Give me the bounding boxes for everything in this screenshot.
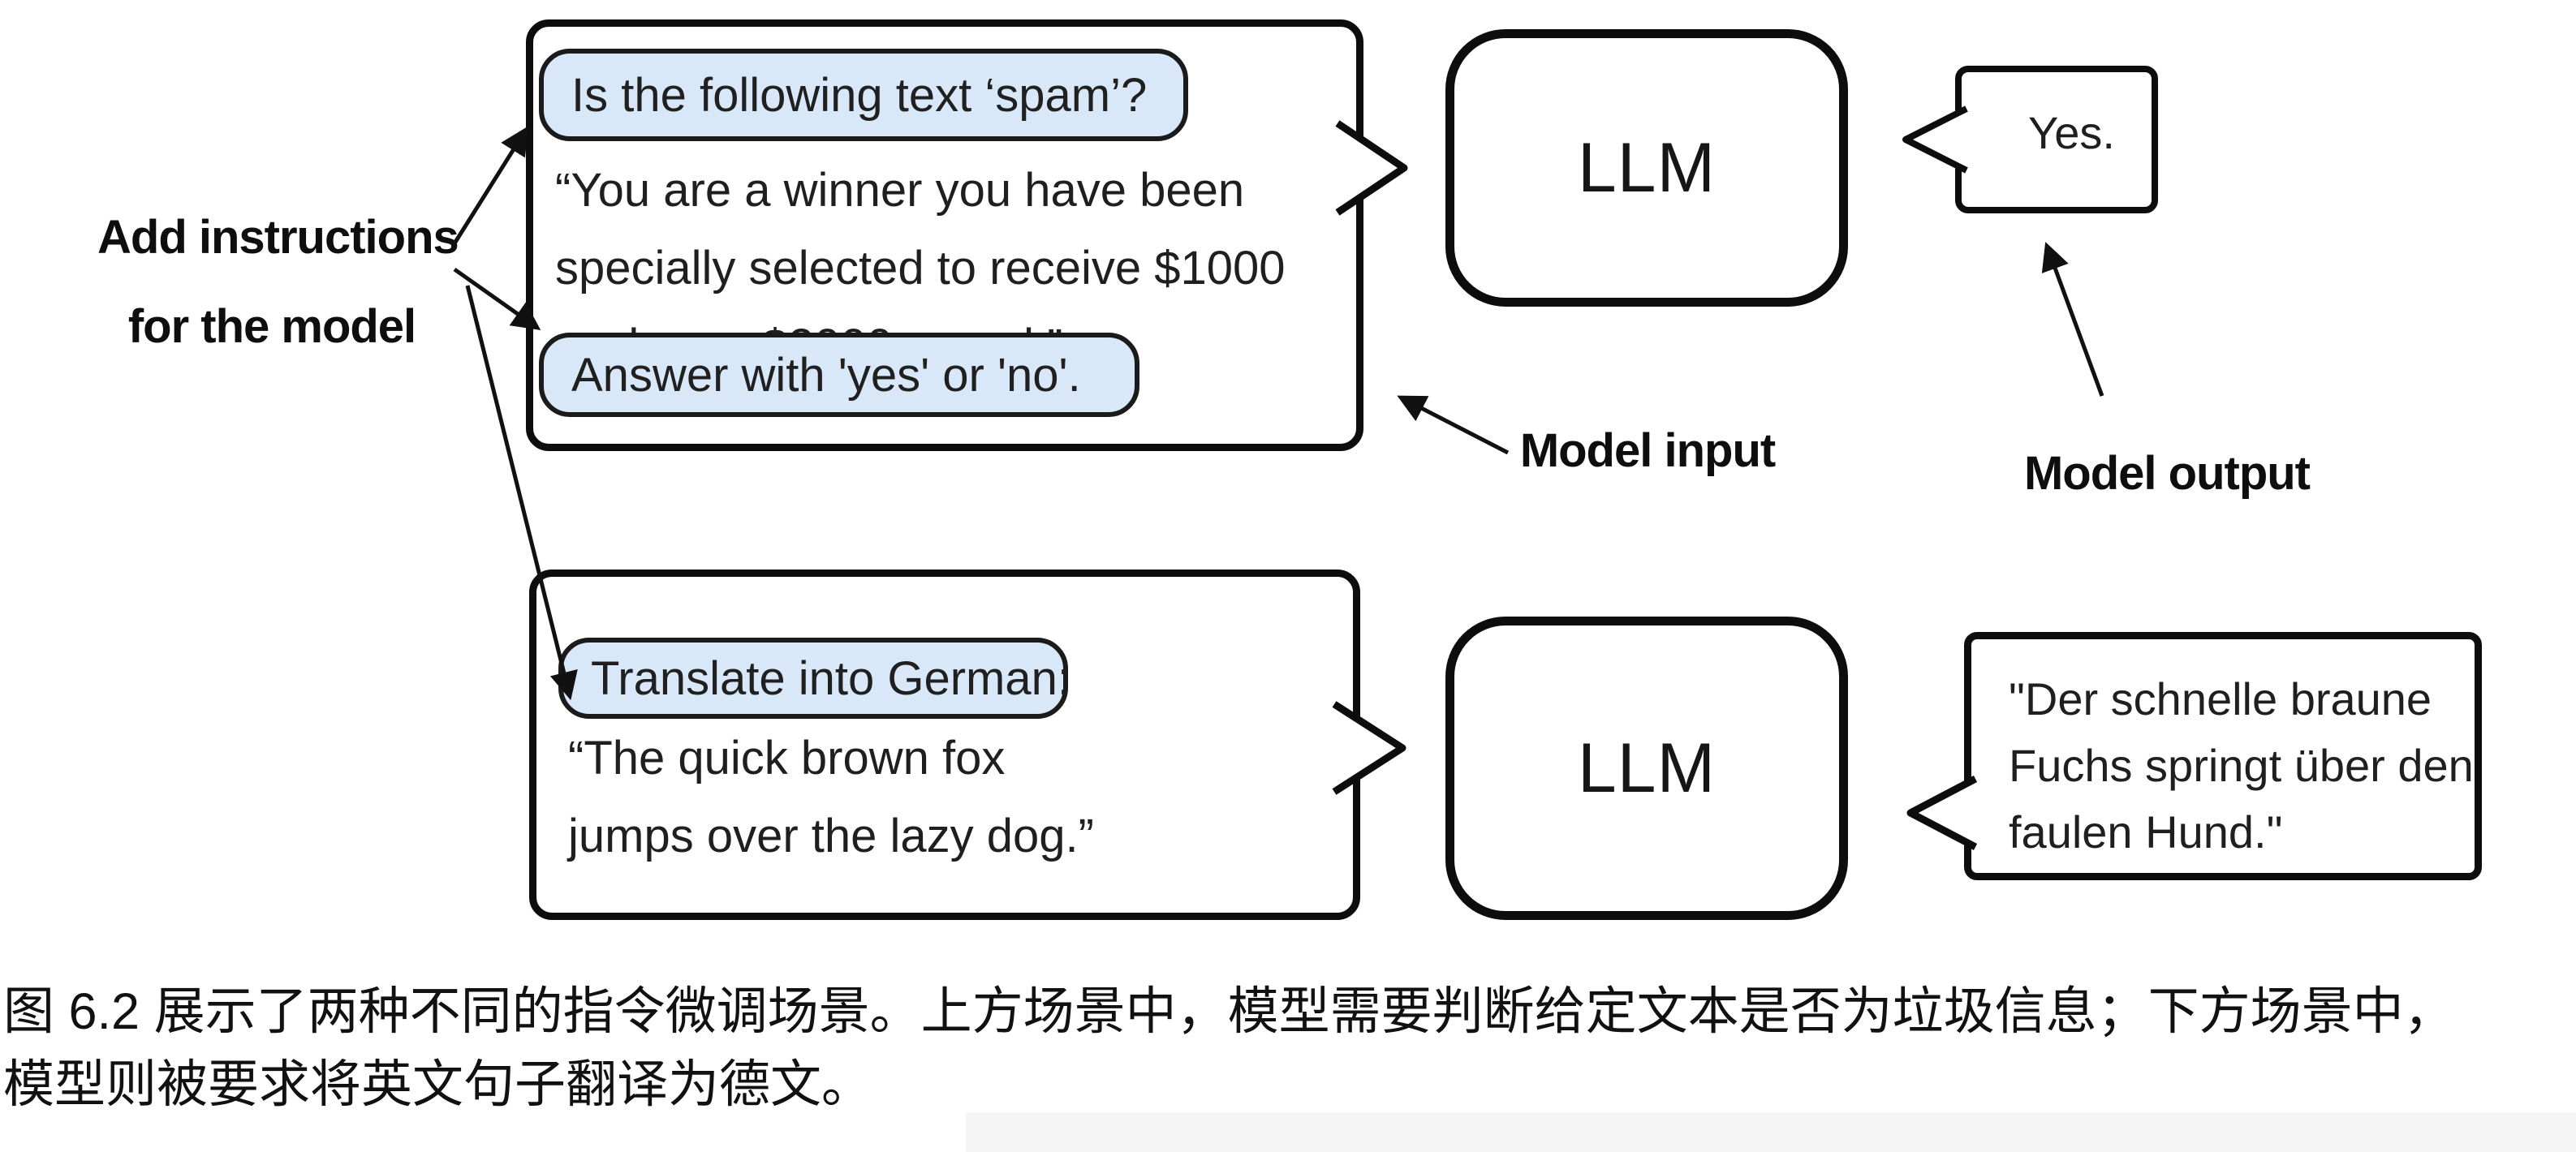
bottom-instruction-pill-text: Translate into German:: [591, 651, 1070, 705]
model-input-label: Model input: [1485, 425, 1810, 477]
top-instruction-pill-question-text: Is the following text ‘spam’?: [571, 68, 1148, 122]
top-instruction-pill-question: Is the following text ‘spam’?: [539, 49, 1188, 141]
bottom-input-body-line: jumps over the lazy dog.”: [568, 809, 1094, 862]
top-llm-label: LLM: [1577, 128, 1717, 207]
figure-caption: 图 6.2 展示了两种不同的指令微调场景。上方场景中，模型需要判断给定文本是否为…: [3, 975, 2573, 1121]
background-gray-band: [966, 1112, 2576, 1152]
top-output-bubble: Yes.: [1955, 66, 2158, 213]
top-instruction-pill-answer-text: Answer with 'yes' or 'no'.: [571, 348, 1081, 402]
bottom-output-line: faulen Hund.": [2009, 806, 2283, 858]
model-output-label: Model output: [1988, 448, 2346, 500]
bottom-output-line: "Der schnelle braune: [2009, 673, 2432, 724]
bottom-instruction-pill: Translate into German:: [558, 638, 1070, 719]
top-input-body-line: specially selected to receive $1000: [555, 241, 1286, 294]
bottom-output-line: Fuchs springt über den: [2009, 739, 2474, 791]
bottom-input-body-text: “The quick brown fox jumps over the lazy…: [568, 719, 1094, 875]
top-input-body-line: “You are a winner you have been: [555, 163, 1245, 217]
add-instructions-line1: Add instructions: [97, 211, 459, 264]
bottom-input-body-line: “The quick brown fox: [568, 731, 1006, 784]
top-instruction-pill-answer: Answer with 'yes' or 'no'.: [539, 333, 1139, 417]
model-output-label-text: Model output: [2023, 447, 2311, 500]
bottom-model-input-box: [529, 570, 1360, 920]
add-instructions-line2: for the model: [127, 300, 416, 353]
top-llm-box: LLM: [1445, 29, 1848, 307]
arrow-to-top-pill-question-icon: [452, 126, 528, 245]
figure-caption-line1: 图 6.2 展示了两种不同的指令微调场景。上方场景中，模型需要判断给定文本是否为…: [3, 983, 2455, 1040]
bottom-output-bubble: "Der schnelle braune Fuchs springt über …: [1964, 632, 2482, 880]
bottom-llm-box: LLM: [1445, 617, 1848, 920]
arrow-to-top-pill-answer-icon: [453, 267, 541, 331]
model-output-arrow-icon: [2041, 242, 2104, 397]
figure-caption-line2: 模型则被要求将英文句子翻译为德文。: [3, 1056, 872, 1113]
top-output-text: Yes.: [2028, 107, 2115, 158]
model-input-label-text: Model input: [1519, 424, 1776, 477]
add-instructions-label: Add instructions for the model: [97, 193, 459, 372]
bottom-llm-label: LLM: [1577, 729, 1717, 807]
bottom-output-text: "Der schnelle braune Fuchs springt über …: [2009, 665, 2474, 865]
